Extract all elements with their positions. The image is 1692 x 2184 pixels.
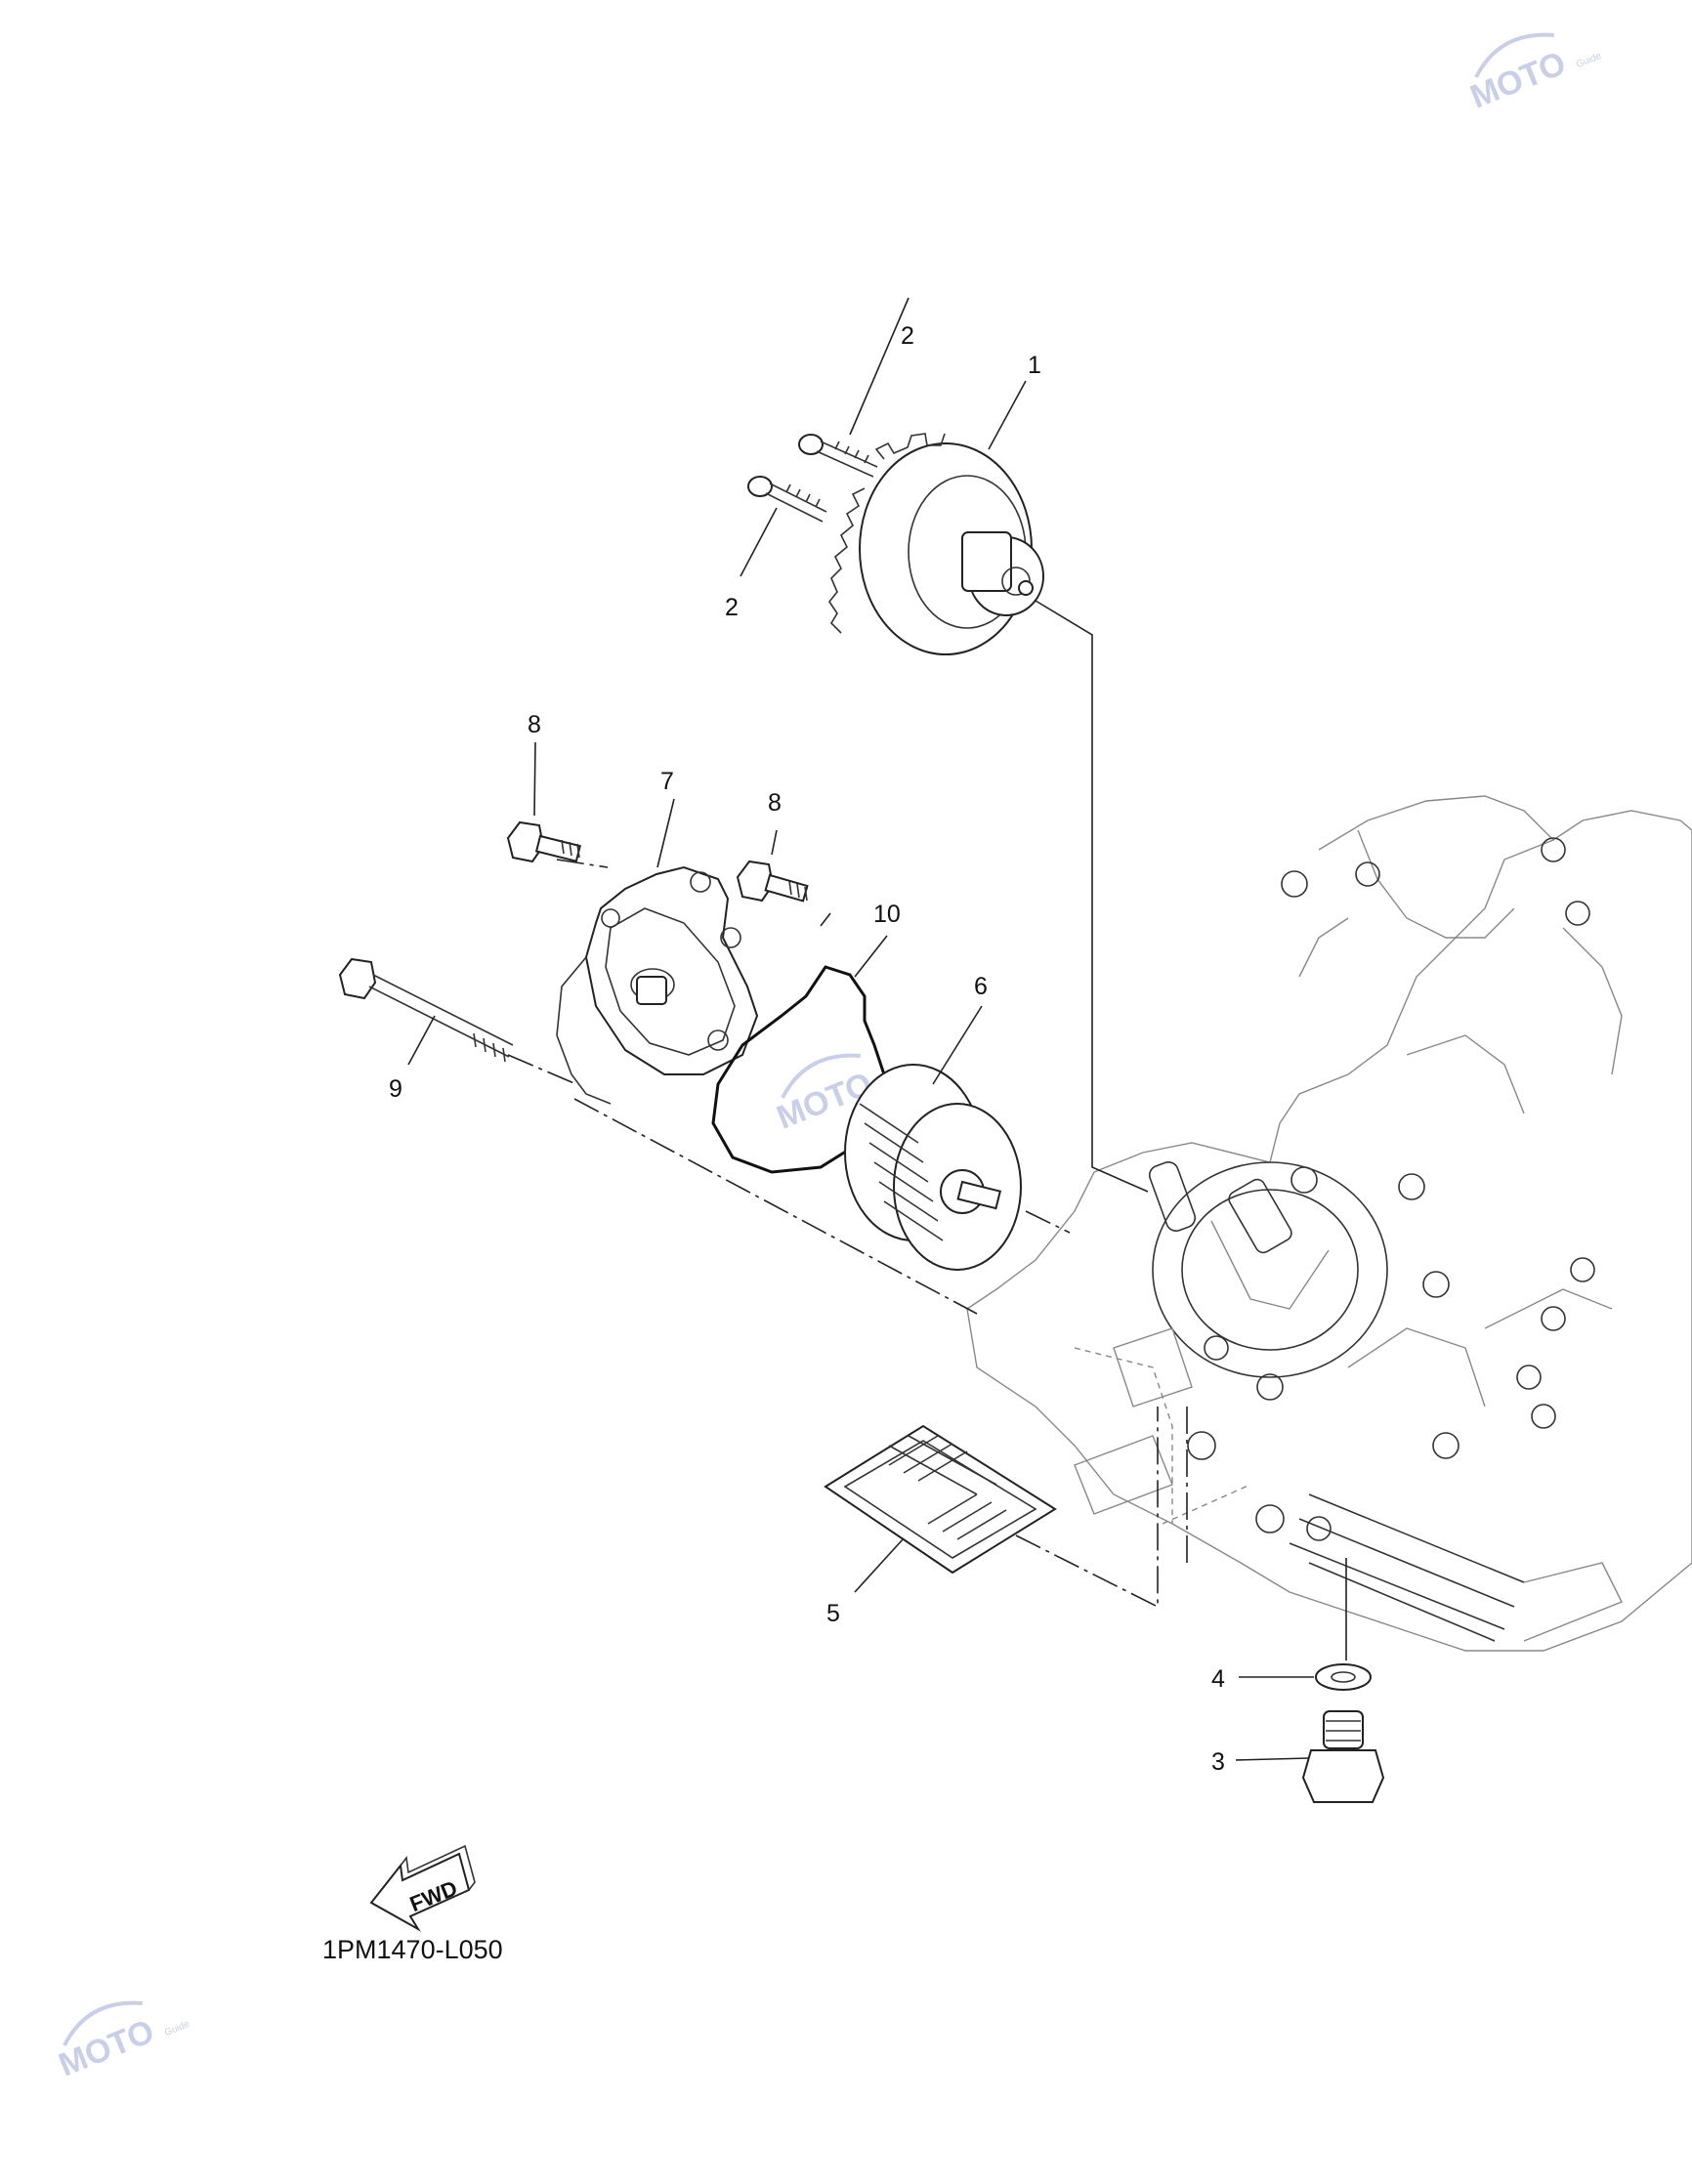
callout-2-lower: 2 <box>725 594 739 621</box>
part-oil-strainer <box>824 1424 1057 1575</box>
callout-3: 3 <box>1211 1748 1225 1776</box>
callout-2-upper: 2 <box>901 322 914 350</box>
watermark-sub-text: Guide <box>1575 51 1603 70</box>
callout-4: 4 <box>1211 1665 1225 1693</box>
part-bolt-right <box>736 860 809 903</box>
forward-arrow-icon: FWD <box>369 1844 476 1932</box>
callout-8-left: 8 <box>528 711 541 738</box>
crankcase-illustration <box>966 795 1692 1652</box>
watermark-sub-text: Guide <box>163 2019 191 2038</box>
callout-8-right: 8 <box>768 789 782 817</box>
part-screw-lower <box>747 476 827 523</box>
callout-1: 1 <box>1028 352 1041 379</box>
part-screw-upper <box>798 434 878 478</box>
leader-lines <box>407 297 1314 1761</box>
watermark-brand-text: MOTO <box>54 2012 159 2083</box>
watermark-bottom-left: MOTO Guide <box>54 2000 191 2084</box>
part-drain-bolt <box>1301 1710 1385 1803</box>
part-oil-filter <box>844 1064 1022 1271</box>
watermark-brand-text: MOTO <box>1465 44 1571 115</box>
part-long-bolt <box>338 957 514 1063</box>
part-o-ring <box>711 965 886 1174</box>
part-gasket <box>1315 1663 1372 1691</box>
part-filter-cover <box>556 865 759 1105</box>
callout-10: 10 <box>873 901 901 928</box>
part-bolt-left <box>506 820 581 863</box>
diagram-code: 1PM1470-L050 <box>322 1935 503 1964</box>
callout-7: 7 <box>660 768 674 795</box>
callout-5: 5 <box>826 1600 840 1627</box>
callout-6: 6 <box>974 973 988 1000</box>
callout-9: 9 <box>389 1075 402 1103</box>
assembly-lines <box>507 600 1347 1660</box>
part-oil-pump-assembly <box>828 433 1044 655</box>
watermark-top-right: MOTO Guide <box>1465 32 1603 116</box>
